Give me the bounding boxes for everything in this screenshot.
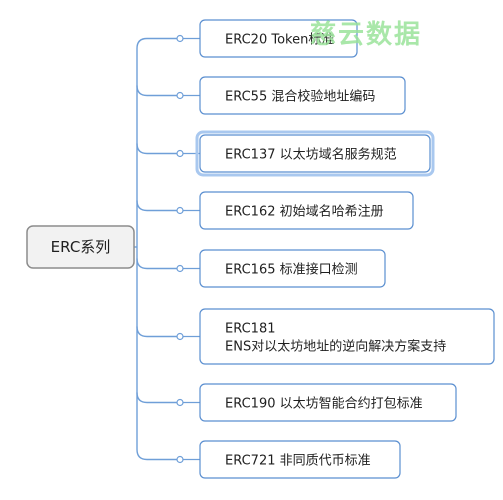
child-node[interactable]: ERC55 混合校验地址编码: [199, 76, 406, 115]
root-node-box: [26, 225, 135, 269]
branch-connector: [136, 200, 180, 212]
child-node-box: [199, 308, 495, 365]
child-node[interactable]: ERC165 标准接口检测: [199, 249, 386, 288]
branch-connector: [136, 449, 180, 461]
child-node[interactable]: ERC162 初始域名哈希注册: [199, 191, 414, 230]
child-node[interactable]: ERC190 以太坊智能合约打包标准: [199, 383, 457, 422]
child-node-box: [199, 440, 401, 479]
child-node-box: [199, 76, 406, 115]
child-node-label: ERC137 以太坊域名服务规范: [225, 147, 397, 163]
child-node-box: [199, 383, 457, 422]
watermark: 慈云数据: [310, 20, 423, 50]
child-node-label: ERC55 混合校验地址编码: [225, 89, 375, 105]
branch-collapse-dot[interactable]: [176, 149, 184, 158]
child-node[interactable]: ERC20 Token标准: [199, 19, 358, 58]
branch-connector: [136, 37, 180, 49]
child-node-box: [199, 249, 386, 288]
child-node-box: [199, 191, 414, 230]
child-node-box: [199, 19, 358, 58]
branch-connector: [136, 392, 180, 404]
branch-connector: [136, 326, 180, 338]
branch-collapse-dot[interactable]: [176, 332, 184, 341]
branch-connector: [136, 85, 180, 97]
root-node[interactable]: ERC系列: [26, 225, 135, 269]
root-node-label: ERC系列: [51, 238, 111, 256]
branch-collapse-dot[interactable]: [176, 455, 184, 464]
branch-collapse-dot[interactable]: [176, 34, 184, 43]
child-node[interactable]: ERC137 以太坊域名服务规范: [195, 130, 435, 177]
child-node-label: ERC721 非同质代币标准: [225, 454, 371, 469]
child-node-label: ERC181: [225, 322, 276, 337]
branch-collapse-dot[interactable]: [176, 206, 184, 215]
branch-collapse-dot[interactable]: [176, 398, 184, 407]
branch-collapse-dot[interactable]: [176, 91, 184, 100]
child-node-label: ERC165 标准接口检测: [225, 262, 358, 278]
child-node-label: ERC162 初始域名哈希注册: [225, 204, 384, 220]
branch-collapse-dot[interactable]: [176, 264, 184, 273]
selection-highlight: [195, 130, 435, 177]
child-node-label: ERC190 以太坊智能合约打包标准: [225, 397, 423, 412]
child-node[interactable]: ERC721 非同质代币标准: [199, 440, 401, 479]
child-node-box: [199, 134, 431, 173]
child-node-label: ENS对以太坊地址的逆向解决方案支持: [225, 339, 446, 355]
connectors: [134, 34, 200, 464]
branch-connector: [136, 258, 180, 270]
branch-connector: [136, 143, 180, 155]
child-node-label: ERC20 Token标准: [225, 33, 334, 48]
nodes: ERC系列 ERC20 Token标准 ERC55 混合校验地址编码 ERC137 以…: [26, 19, 495, 479]
